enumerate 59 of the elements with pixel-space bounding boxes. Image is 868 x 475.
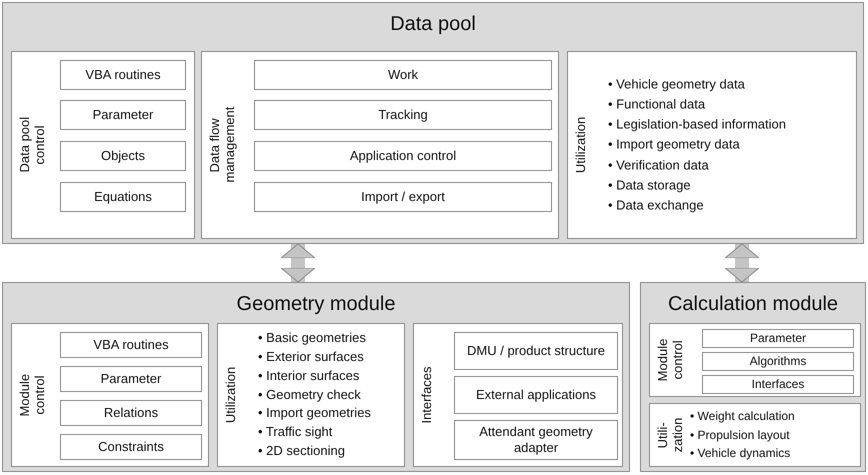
- panel-label: Module control: [18, 372, 48, 418]
- bullet-item: • Functional data: [608, 96, 706, 114]
- panel-box: [217, 323, 405, 467]
- panel-label: Utili-zation: [656, 418, 686, 452]
- bullet-item: • Traffic sight: [258, 423, 334, 442]
- item-box: Constraints: [60, 434, 202, 460]
- panel-box: [201, 51, 559, 239]
- bullet-item: • Interior surfaces: [258, 366, 360, 385]
- item-box: Tracking: [254, 100, 552, 130]
- module-title: Calculation module: [668, 293, 838, 315]
- item-box: VBA routines: [60, 60, 186, 90]
- panel-label: Interfaces: [420, 366, 435, 424]
- item-box: External applications: [454, 376, 618, 414]
- bullet-item: • Vehicle dynamics: [690, 445, 792, 462]
- bullet-item: • Data exchange: [608, 196, 705, 214]
- item-box: Import / export: [254, 182, 552, 212]
- panel-box: [567, 51, 857, 239]
- item-box: Parameter: [702, 329, 854, 348]
- item-box: Relations: [60, 400, 202, 426]
- item-box: Equations: [60, 182, 186, 212]
- item-box: Algorithms: [702, 352, 854, 371]
- bullet-item: • Propulsion layout: [690, 426, 791, 444]
- module-box: [640, 282, 866, 472]
- panel-box: [11, 51, 195, 239]
- panel-label: Utilization: [224, 366, 239, 424]
- item-box: Objects: [60, 141, 186, 171]
- bullet-item: • Import geometries: [258, 404, 371, 422]
- bullet-item: • Exterior surfaces: [258, 348, 365, 366]
- item-box: Parameter: [60, 100, 186, 130]
- module-box: [2, 282, 630, 472]
- panel-label: Utilization: [574, 116, 589, 174]
- panel-label: Module control: [656, 338, 686, 382]
- double-arrow: [280, 244, 316, 282]
- bullet-item: • Basic geometries: [258, 329, 367, 348]
- item-box: Attendant geometry adapter: [454, 420, 618, 460]
- bullet-item: • Verification data: [608, 156, 710, 174]
- double-arrow: [724, 244, 760, 282]
- item-box: Interfaces: [702, 375, 854, 394]
- module-title: Data pool: [390, 13, 476, 35]
- panel-box: [11, 323, 209, 467]
- item-box: VBA routines: [60, 332, 202, 358]
- panel-box: [649, 403, 861, 467]
- panel-box: [649, 323, 861, 397]
- bullet-item: • Vehicle geometry data: [608, 76, 746, 94]
- panel-label: Data flow management: [208, 106, 238, 185]
- item-box: DMU / product structure: [454, 332, 618, 370]
- panel-label: Data pool control: [18, 116, 48, 175]
- bullet-item: • Legislation-based information: [608, 116, 786, 134]
- item-box: Work: [254, 60, 552, 90]
- panel-box: [413, 323, 623, 467]
- bullet-item: • 2D sectioning: [258, 442, 346, 460]
- bullet-item: • Data storage: [608, 176, 692, 194]
- bullet-item: • Import geometry data: [608, 136, 741, 154]
- module-title: Geometry module: [236, 293, 396, 315]
- bullet-item: • Weight calculation: [690, 408, 795, 426]
- bullet-item: • Geometry check: [258, 386, 362, 404]
- module-box: [2, 2, 864, 244]
- item-box: Parameter: [60, 366, 202, 392]
- item-box: Application control: [254, 141, 552, 171]
